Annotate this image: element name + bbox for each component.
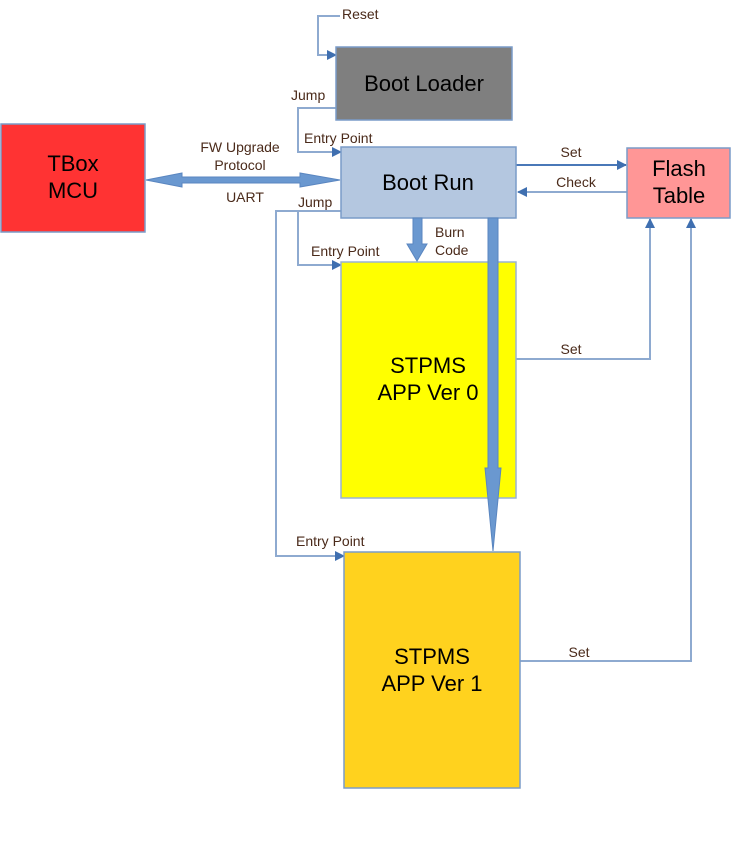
flash-table-box bbox=[626, 147, 731, 219]
tbox-mcu-label-line2: MCU bbox=[48, 178, 98, 203]
app-v0-label-line1: STPMS bbox=[390, 353, 466, 378]
set-app0-label: Set bbox=[560, 341, 581, 357]
fw-upgrade-label-line1: FW Upgrade bbox=[200, 139, 280, 155]
entry-point-app1-label: Entry Point bbox=[296, 533, 365, 549]
boot-loader-box bbox=[335, 46, 513, 121]
set-flash-label: Set bbox=[560, 144, 581, 160]
jump-bootrun-app1-connector bbox=[275, 210, 345, 561]
tbox-mcu-box bbox=[0, 123, 146, 233]
boot-run-label: Boot Run bbox=[382, 170, 474, 195]
app-v0-box bbox=[340, 261, 517, 499]
set-app1-label: Set bbox=[568, 644, 589, 660]
reset-connector bbox=[317, 15, 340, 60]
flash-table-label-line2: Table bbox=[653, 183, 706, 208]
bootrun-to-app1-arrow bbox=[484, 217, 502, 552]
jump-bootloader-connector bbox=[297, 107, 342, 157]
app-v0-label-line2: APP Ver 0 bbox=[377, 380, 478, 405]
entry-point-app0-label: Entry Point bbox=[311, 243, 380, 259]
app-v1-box bbox=[343, 551, 521, 789]
check-flash-label: Check bbox=[556, 174, 597, 190]
app-v1-label-line2: APP Ver 1 bbox=[381, 671, 482, 696]
reset-label: Reset bbox=[342, 6, 379, 22]
boot-loader-label: Boot Loader bbox=[364, 71, 484, 96]
burn-code-label-line1: Burn bbox=[435, 224, 465, 240]
jump-bootloader-label: Jump bbox=[291, 87, 325, 103]
burn-code-label-line2: Code bbox=[435, 242, 469, 258]
tbox-mcu-label-line1: TBox bbox=[47, 151, 98, 176]
flash-table-label-line1: Flash bbox=[652, 156, 706, 181]
entry-point-bootrun-label: Entry Point bbox=[304, 130, 373, 146]
burn-code-arrow bbox=[406, 217, 428, 262]
uart-double-arrow bbox=[145, 172, 341, 188]
uart-label: UART bbox=[226, 189, 264, 205]
boot-run-box bbox=[340, 146, 517, 219]
set-app1-connector bbox=[520, 218, 696, 662]
jump-bootrun-label: Jump bbox=[298, 194, 332, 210]
app-v1-label-line1: STPMS bbox=[394, 644, 470, 669]
fw-upgrade-label-line2: Protocol bbox=[214, 157, 265, 173]
set-app0-connector bbox=[516, 218, 655, 360]
